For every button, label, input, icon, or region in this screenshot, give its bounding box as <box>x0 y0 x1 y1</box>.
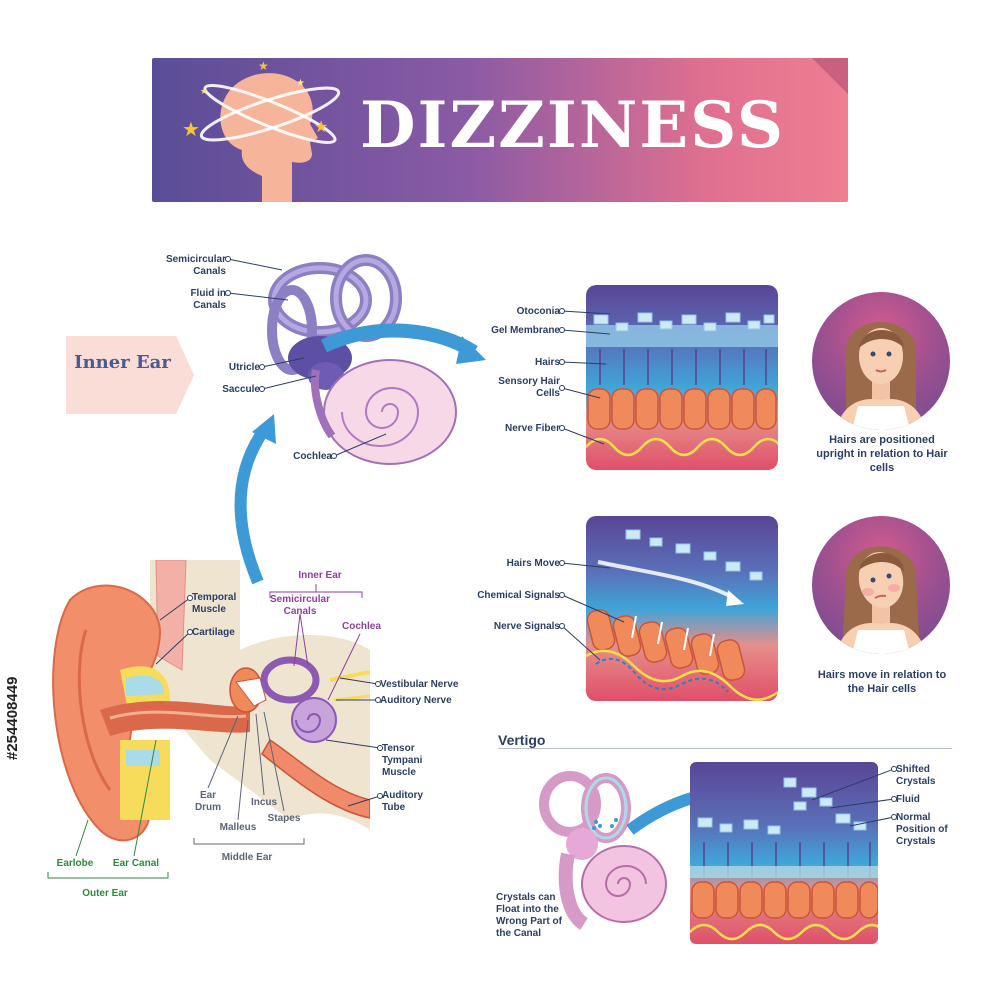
orbit-ring <box>203 84 337 144</box>
stock-id: #254408449 <box>4 676 21 760</box>
label-tensor-tympani: Tensor Tympani Muscle <box>382 743 423 778</box>
label-hairs: Hairs <box>534 357 560 368</box>
vertigo-divider <box>498 748 952 749</box>
label-ear-drum: Ear Drum <box>194 790 222 813</box>
label-chemical-signals: Chemical Signals <box>477 590 560 601</box>
label-cochlea-ear: Cochlea <box>342 621 381 632</box>
star-icon: ★ <box>258 59 269 73</box>
inner-ear-tag <box>66 336 194 414</box>
label-semicircular-canals-ear: Semicircular Canals <box>269 594 331 617</box>
page-title: DIZZINESS <box>360 88 786 163</box>
title-banner-art: ★ ★ ★ ★ ★ <box>182 58 848 203</box>
label-shifted-crystals: Shifted Crystals <box>896 764 936 787</box>
arrow-head <box>252 414 276 444</box>
label-temporal-muscle: Temporal Muscle <box>192 592 237 615</box>
label-incus: Incus <box>250 797 278 808</box>
label-outer-ear: Outer Ear <box>82 888 128 899</box>
label-inner-ear-group: Inner Ear <box>298 570 342 581</box>
label-vestibular-nerve: Vestibular Nerve <box>380 679 459 690</box>
label-middle-ear: Middle Ear <box>221 852 273 863</box>
label-normal-position: Normal Position of Crystals <box>896 812 948 847</box>
label-fluid-in-canals: Fluid in Canals <box>190 288 226 311</box>
label-nerve-fiber: Nerve Fiber <box>504 423 560 434</box>
caption-upright: Hairs are positioned upright in relation… <box>816 434 948 474</box>
vertigo-title: Vertigo <box>498 732 546 748</box>
star-icon: ★ <box>182 117 200 141</box>
label-cartilage: Cartilage <box>192 627 235 638</box>
label-nerve-signals: Nerve Signals <box>493 621 560 632</box>
arrow-up-to-inner-ear <box>234 426 269 585</box>
caption-moving: Hairs move in relation to the Hair cells <box>817 669 947 695</box>
woman-upright-icon <box>836 322 926 430</box>
star-icon: ★ <box>200 87 208 97</box>
label-stapes: Stapes <box>267 813 301 824</box>
label-ear-canal: Ear Canal <box>112 858 160 869</box>
label-auditory-tube: Auditory Tube <box>382 790 424 813</box>
vertigo-inner-ear <box>539 771 667 930</box>
woman-dizzy-icon <box>836 546 926 654</box>
label-malleus: Malleus <box>219 822 257 833</box>
label-semicircular-canals: Semicircular Canals <box>165 254 226 277</box>
cochlea-spiral <box>341 387 420 447</box>
label-auditory-nerve: Auditory Nerve <box>380 695 452 706</box>
hair-cells-panel-moving <box>586 516 778 701</box>
caption-vertigo: Crystals can Float into the Wrong Part o… <box>496 892 562 939</box>
label-fluid: Fluid <box>896 794 920 805</box>
portrait-dizzy <box>812 516 950 654</box>
label-earlobe: Earlobe <box>56 858 94 869</box>
portrait-calm <box>812 292 950 430</box>
label-saccule: Saccule <box>222 384 260 395</box>
label-cochlea: Cochlea <box>293 451 332 462</box>
inner-ear-tag-label: Inner Ear <box>74 352 171 373</box>
banner-fold <box>812 58 848 94</box>
inner-ear-illustration <box>267 254 457 465</box>
star-icon: ★ <box>296 78 305 89</box>
label-sensory-hair-cells: Sensory Hair Cells <box>498 376 560 399</box>
label-otoconia: Otoconia <box>516 306 560 317</box>
label-gel-membrane: Gel Membrane <box>491 325 560 336</box>
ear-cross-section <box>52 560 370 842</box>
label-hairs-move: Hairs Move <box>506 558 560 569</box>
hair-cells-panel-upright <box>586 285 778 470</box>
head-silhouette <box>220 73 318 203</box>
canal-loop <box>267 285 317 375</box>
label-utricle: Utricle <box>228 362 260 373</box>
arrow-head <box>456 336 486 364</box>
star-icon: ★ <box>314 117 328 136</box>
